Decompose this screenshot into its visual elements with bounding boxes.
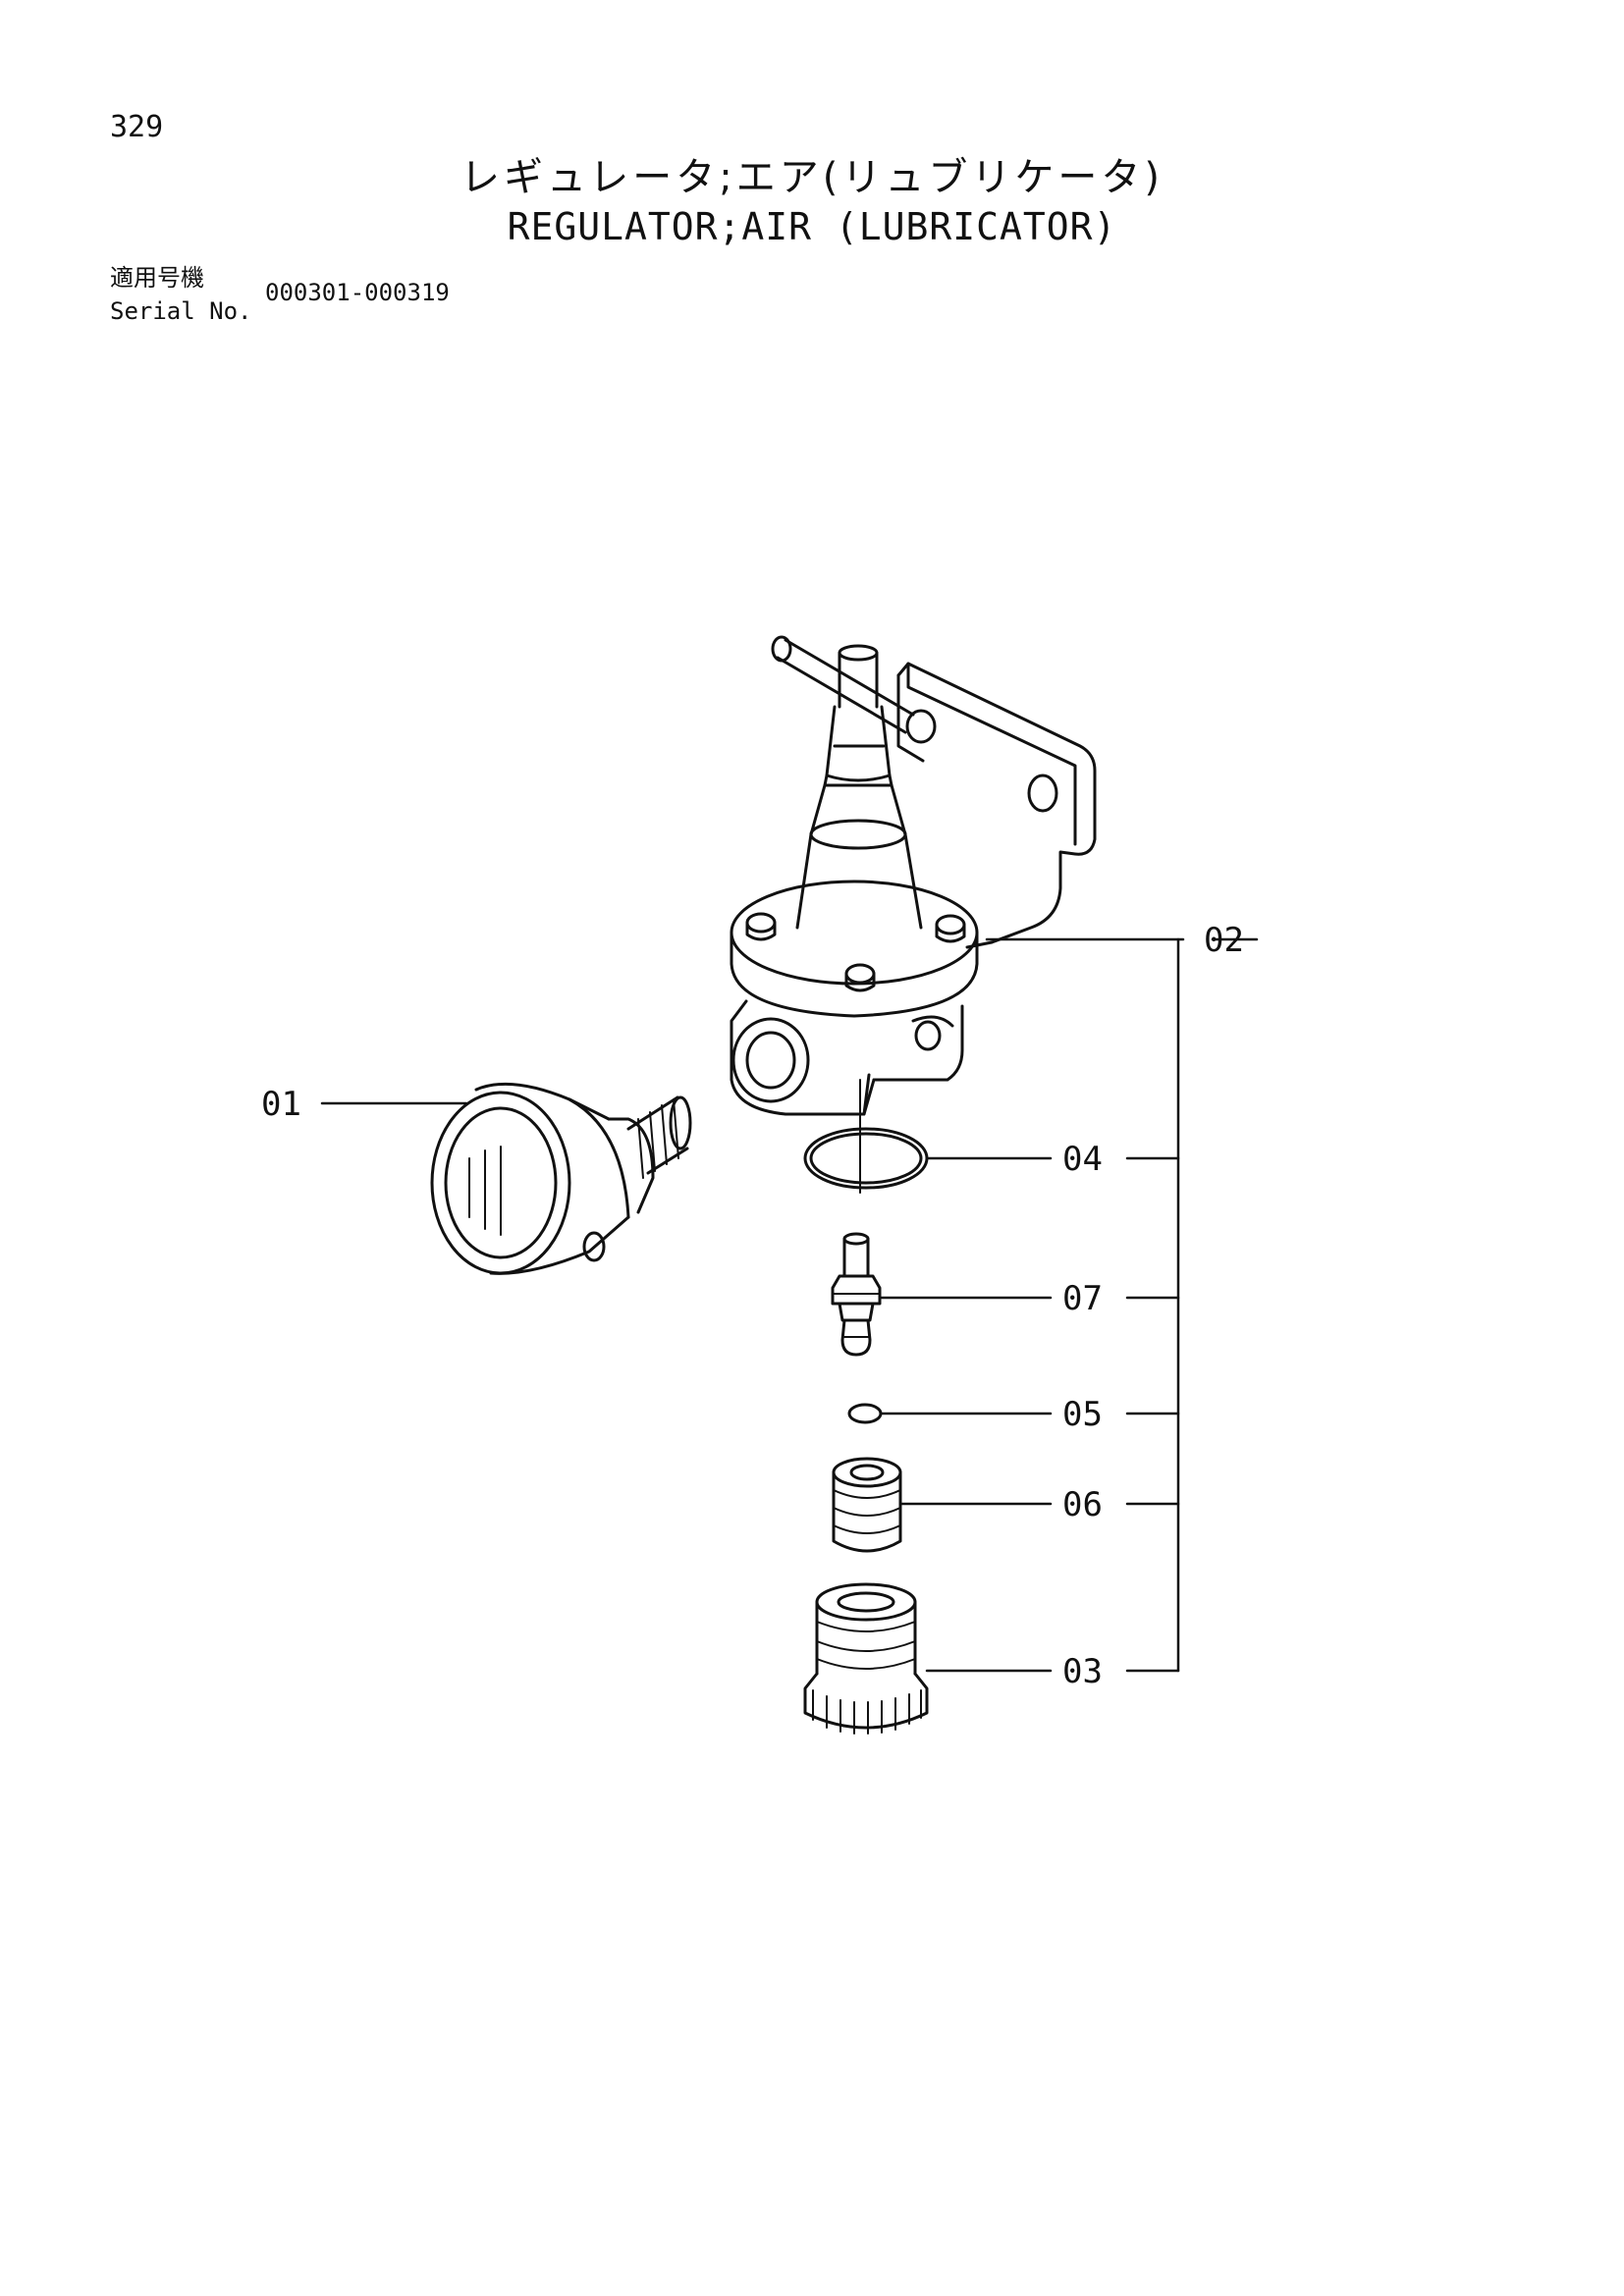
callout-05: 05 <box>1062 1395 1103 1434</box>
serial-label-japanese: 適用号機 <box>110 264 204 292</box>
serial-range: 000301-000319 <box>265 279 450 306</box>
callout-01: 01 <box>261 1085 301 1124</box>
serial-labels: 適用号機 Serial No. <box>110 261 252 328</box>
leader-lines <box>320 937 1259 1673</box>
callout-labels: 01 02 03 04 05 06 07 <box>261 921 1244 1691</box>
pressure-gauge-part <box>430 1082 692 1275</box>
o-ring-part <box>803 1127 929 1190</box>
knurled-cap-part <box>803 1582 929 1735</box>
callout-07: 07 <box>1062 1279 1103 1318</box>
title-english: REGULATOR;AIR (LUBRICATOR) <box>507 205 1117 248</box>
callout-06: 06 <box>1062 1485 1103 1524</box>
title-japanese: レギュレータ;エア(リュブリケータ) <box>460 155 1164 200</box>
callout-03: 03 <box>1062 1652 1103 1691</box>
title-block: レギュレータ;エア(リュブリケータ) REGULATOR;AIR (LUBRIC… <box>0 153 1624 251</box>
callout-04: 04 <box>1062 1140 1103 1179</box>
small-o-ring-part <box>847 1403 883 1424</box>
serial-label-english: Serial No. <box>110 297 252 325</box>
callout-02: 02 <box>1204 921 1244 960</box>
page-number: 329 <box>110 110 164 144</box>
regulator-body-part <box>730 635 1097 1194</box>
spring-seat-part <box>832 1457 902 1553</box>
valve-part <box>831 1232 882 1357</box>
